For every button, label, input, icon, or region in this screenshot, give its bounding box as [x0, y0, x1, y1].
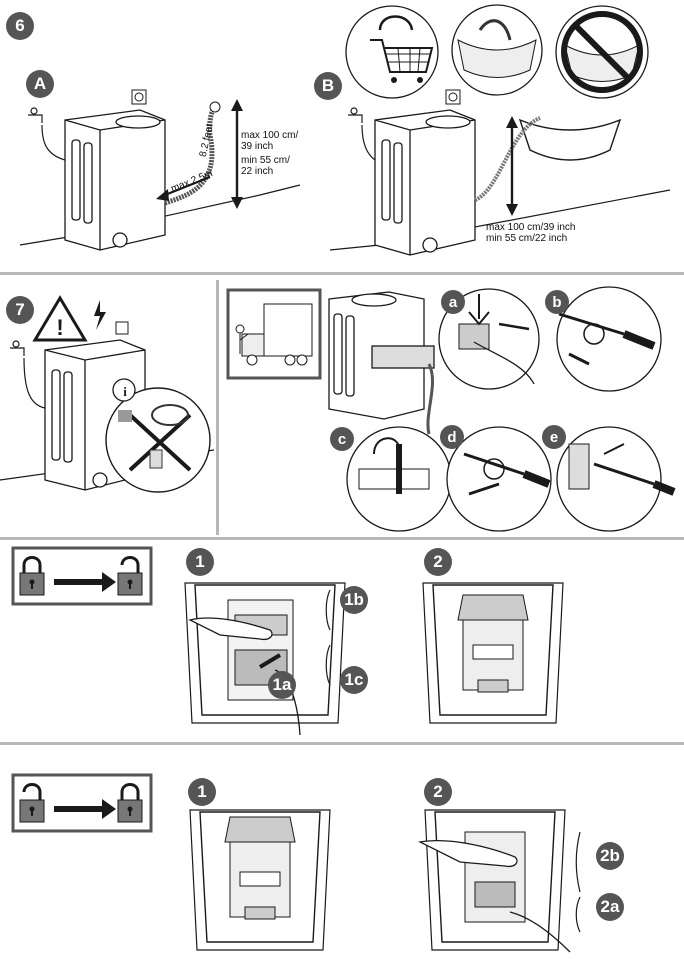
sink-height-min-label: min 55 cm/22 inch [486, 233, 568, 244]
transport-d-badge: d [440, 425, 464, 449]
unlock-1b-badge: 1b [340, 586, 368, 614]
drum-lock-step-2-illustration [417, 809, 581, 953]
transport-e-badge: e [542, 425, 566, 449]
warning-triangle-icon: ! [32, 295, 88, 342]
info-icon: i [123, 384, 127, 399]
padlock-open-icon [19, 783, 45, 823]
drum-lock-step-1-illustration [189, 809, 331, 951]
unlock-1c-badge: 1c [340, 666, 368, 694]
drum-unlock-step-1-illustration [184, 582, 346, 736]
padlock-closed-icon [19, 556, 45, 596]
height-min-in-label: 22 inch [241, 166, 274, 177]
sink-height-max-label: max 100 cm/39 inch [486, 222, 576, 233]
height-max-in-label: 39 inch [241, 141, 274, 152]
svg-text:!: ! [56, 315, 63, 340]
section-divider-3 [0, 742, 684, 745]
section-divider-vertical [216, 280, 219, 535]
panel-b-badge: B [314, 72, 342, 100]
lock-2b-badge: 2b [596, 842, 624, 870]
sink-drain-b-illustration [329, 4, 671, 256]
lock-step-1-badge: 1 [188, 778, 216, 806]
lightning-icon [94, 300, 106, 330]
transport-bolts-illustration [226, 286, 676, 532]
transport-a-badge: a [441, 290, 465, 314]
truck-icon [226, 288, 322, 380]
no-symbol-icon [555, 5, 649, 99]
transport-c-badge: c [330, 427, 354, 451]
washing-machine [64, 109, 166, 251]
transport-b-badge: b [545, 290, 569, 314]
unlock-step-2-badge: 2 [424, 548, 452, 576]
padlock-open-icon [117, 556, 143, 596]
drum-unlock-step-2-illustration [422, 582, 564, 724]
faucet-icon [28, 107, 66, 161]
height-min-label: min 55 cm/ [241, 155, 290, 166]
step-6-badge: 6 [6, 12, 34, 40]
lock-2a-badge: 2a [596, 893, 624, 921]
unlock-1a-badge: 1a [268, 671, 296, 699]
lock-step-2-badge: 2 [424, 778, 452, 806]
panel-a-badge: A [26, 70, 54, 98]
shopping-cart-icon [345, 5, 439, 99]
section-divider-1 [0, 272, 684, 275]
arrow-right-icon [54, 572, 116, 592]
unlock-step-1-badge: 1 [186, 548, 214, 576]
unlock-to-lock-panel [11, 773, 153, 833]
hose-routing-a-illustration [19, 89, 301, 251]
step-7-badge: 7 [6, 296, 34, 324]
height-max-label: max 100 cm/ [241, 130, 299, 141]
electrical-warning-illustration: ! [0, 295, 215, 493]
section-divider-2 [0, 537, 684, 540]
lock-to-unlock-panel [11, 546, 153, 606]
padlock-closed-icon [117, 783, 143, 823]
socket-icon [131, 89, 147, 105]
arrow-right-icon [54, 799, 116, 819]
